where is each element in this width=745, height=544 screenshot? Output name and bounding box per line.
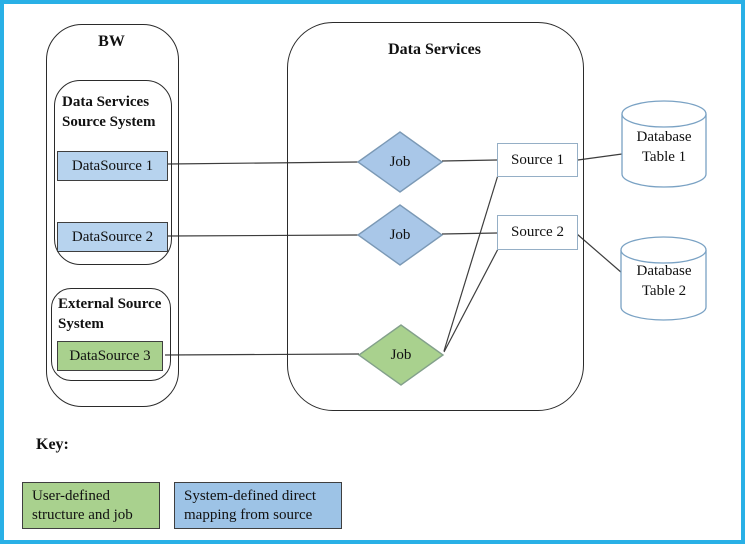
job1-diamond	[356, 131, 444, 193]
connector-ds3-job3	[164, 353, 360, 356]
key-title: Key:	[36, 436, 69, 453]
key-user-defined-box: User-defined structure and job	[22, 482, 160, 529]
datasource2-box: DataSource 2	[57, 222, 168, 252]
data-services-container	[287, 22, 584, 411]
connector-job1-source1	[441, 159, 498, 162]
bw-container	[46, 24, 179, 407]
database-table-2-shape	[620, 236, 707, 321]
database-table1-label: Database Table 1	[636, 129, 692, 165]
bw-title: BW	[98, 33, 125, 50]
datasource1-box: DataSource 1	[57, 151, 168, 181]
database-table2-label: Database Table 2	[636, 263, 692, 299]
source2-box: Source 2	[497, 215, 578, 250]
job3-diamond	[357, 324, 445, 386]
data-services-title: Data Services	[388, 41, 481, 58]
connector-source1-table1	[577, 153, 623, 161]
connector-ds2-job2	[167, 234, 359, 237]
connector-job3-source2	[443, 248, 499, 353]
connector-source2-table2	[576, 233, 623, 274]
source1-box: Source 1	[497, 143, 578, 177]
connector-ds1-job1	[167, 161, 359, 165]
job1-label: Job	[389, 153, 411, 170]
data-services-source-system-container	[54, 80, 172, 265]
database-table-1-shape	[621, 100, 707, 188]
connector-job3-source1	[443, 174, 499, 352]
job3-label: Job	[390, 346, 412, 363]
data-services-source-system-title: Data Services Source System	[62, 94, 156, 130]
key-system-defined-box: System-defined direct mapping from sourc…	[174, 482, 342, 529]
datasource3-box: DataSource 3	[57, 341, 163, 371]
diagram-shapes-layer	[164, 100, 707, 386]
connector-lines	[164, 153, 623, 356]
connector-job2-source2	[441, 232, 498, 235]
external-source-system-container	[51, 288, 171, 381]
job2-label: Job	[389, 226, 411, 243]
external-source-system-title: External Source System	[58, 296, 162, 332]
job2-diamond	[356, 204, 444, 266]
